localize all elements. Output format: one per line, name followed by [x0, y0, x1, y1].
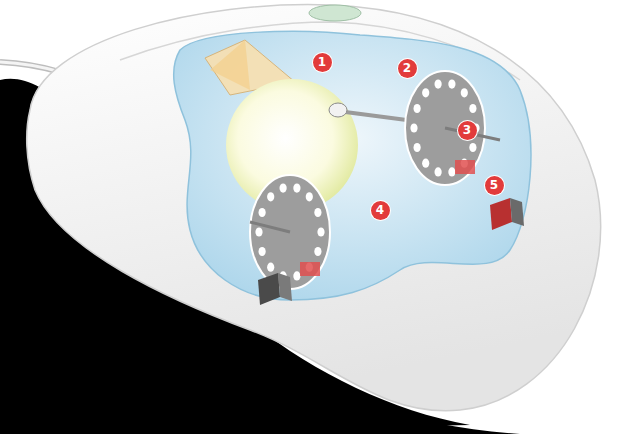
sensor-block [510, 198, 524, 226]
encoder-slot [293, 184, 300, 193]
encoder-slot [422, 159, 429, 168]
light-sensor [455, 160, 475, 174]
encoder-slot [435, 80, 442, 89]
prism [210, 40, 250, 90]
encoder-slot [306, 192, 313, 201]
encoder-slot [259, 247, 266, 256]
sensor-block [258, 273, 280, 305]
encoder-slot [267, 263, 274, 272]
encoder-slot [314, 208, 321, 217]
roller [329, 103, 347, 117]
encoder-slot [414, 104, 421, 113]
encoder-slot [422, 88, 429, 97]
encoder-slot [448, 80, 455, 89]
encoder-slot [435, 167, 442, 176]
encoder-slot [448, 167, 455, 176]
encoder-slot [293, 271, 300, 280]
cutaway-window [174, 31, 531, 300]
encoder-slot [469, 104, 476, 113]
encoder-slot [461, 88, 468, 97]
axle [250, 222, 290, 232]
encoder-slot [414, 143, 421, 152]
encoder-slot [317, 227, 324, 236]
callout-number: 3 [458, 121, 477, 140]
scroll-wheel [309, 5, 361, 21]
encoder-disc [250, 175, 330, 289]
encoder-slot [469, 143, 476, 152]
encoder-slot [267, 192, 274, 201]
cable [0, 62, 60, 72]
encoder-slot [410, 123, 417, 132]
encoder-slot [314, 247, 321, 256]
cable [0, 62, 60, 72]
encoder-slot [280, 184, 287, 193]
callout-number: 4 [371, 201, 390, 220]
sensor-block [278, 273, 292, 301]
sensor-block [490, 198, 512, 230]
callout-number: 5 [485, 176, 504, 195]
light-sensor [300, 262, 320, 276]
callout-number: 2 [398, 59, 417, 78]
encoder-slot [255, 227, 262, 236]
encoder-wheel [250, 175, 330, 289]
callout-number: 1 [313, 53, 332, 72]
mouse-body [27, 5, 601, 411]
encoder-slot [259, 208, 266, 217]
